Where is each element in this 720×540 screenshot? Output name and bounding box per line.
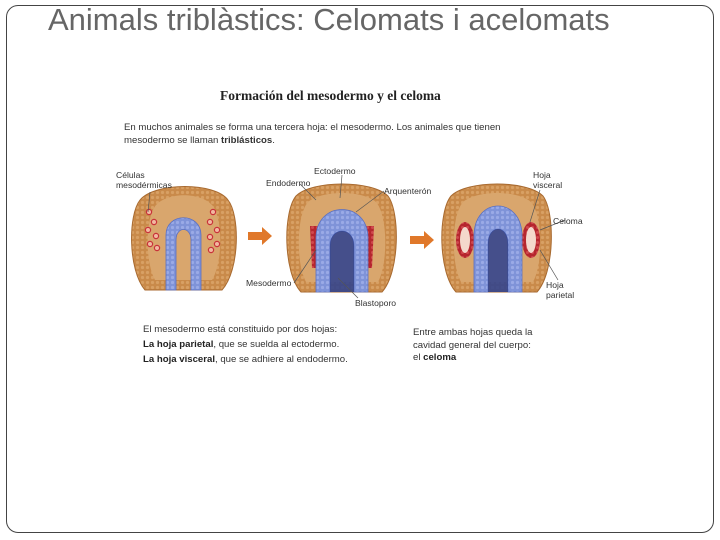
label-arquenteron: Arquenterón (384, 186, 431, 196)
hoja-visceral-desc: , que se adhiere al endodermo. (215, 354, 348, 365)
label-text: Hoja parietal (546, 280, 580, 300)
celoma-term: celoma (423, 352, 456, 363)
left-paragraph-line-2: La hoja parietal, que se suelda al ectod… (143, 337, 383, 352)
label-hoja-visceral: Hoja visceral (533, 170, 569, 190)
arrow-1 (248, 227, 272, 245)
right-paragraph-line-1: Entre ambas hojas queda la (413, 327, 563, 340)
label-mesodermo: Mesodermo (246, 278, 291, 288)
embryo-stage-2 (287, 184, 397, 292)
embryo-stage-3 (442, 184, 552, 292)
label-celoma: Celoma (553, 216, 583, 226)
left-paragraph: El mesodermo está constituido por dos ho… (143, 322, 383, 367)
right-paragraph-line-2: cavidad general del cuerpo: (413, 340, 563, 353)
coelom-right (522, 222, 540, 258)
label-text: Hoja visceral (533, 170, 569, 190)
label-celulas-mesodermicas: Células mesodérmicas (116, 170, 176, 190)
label-text: Células mesodérmicas (116, 170, 176, 190)
right-paragraph: Entre ambas hojas queda la cavidad gener… (413, 327, 563, 365)
left-paragraph-line-3: La hoja visceral, que se adhiere al endo… (143, 352, 383, 367)
label-endodermo: Endodermo (266, 178, 310, 188)
hoja-parietal-desc: , que se suelda al ectodermo. (213, 339, 339, 350)
coelom-left (456, 222, 474, 258)
embryo-stage-1 (132, 187, 237, 291)
arrow-2 (410, 231, 434, 249)
hoja-visceral-term: La hoja visceral (143, 354, 215, 365)
label-blastoporo: Blastoporo (355, 298, 396, 308)
right-paragraph-prefix: el (413, 352, 423, 363)
right-paragraph-line-3: el celoma (413, 352, 563, 365)
left-paragraph-line-1: El mesodermo está constituido por dos ho… (143, 322, 383, 337)
label-ectodermo: Ectodermo (314, 166, 356, 176)
label-hoja-parietal: Hoja parietal (546, 280, 580, 300)
hoja-parietal-term: La hoja parietal (143, 339, 213, 350)
